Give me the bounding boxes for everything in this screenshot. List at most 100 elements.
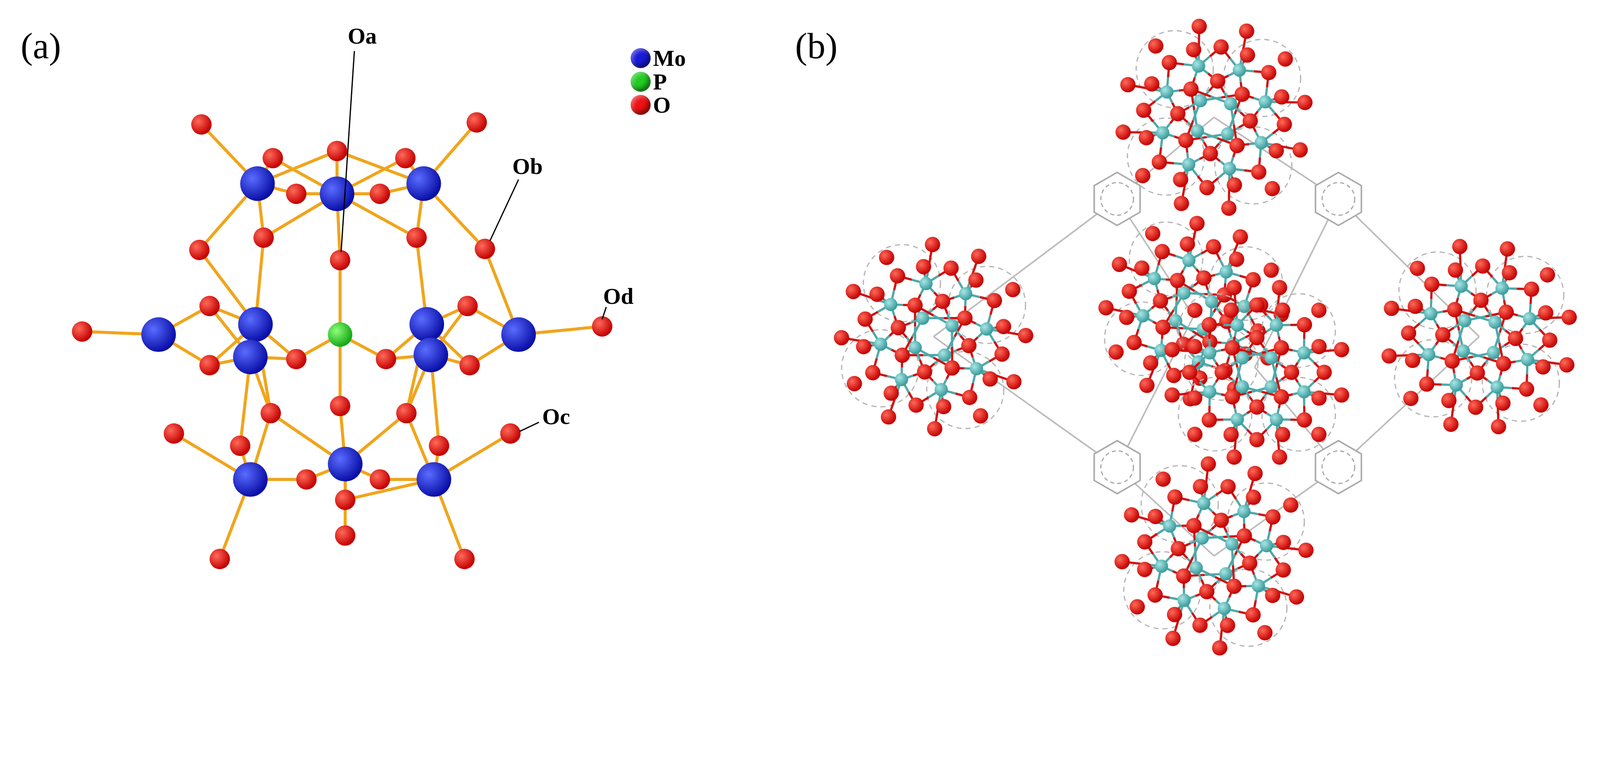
molybdenum-atom (1258, 95, 1272, 109)
oxygen-atom (1167, 488, 1183, 505)
oxygen-atom (1257, 624, 1273, 641)
oxygen-atom (1226, 177, 1243, 193)
molybdenum-atom (1520, 352, 1535, 366)
oxygen-atom (855, 338, 872, 355)
oxygen-atom (1499, 241, 1516, 257)
oxygen-atom (199, 355, 220, 376)
oxygen-atom (1224, 389, 1240, 405)
oxygen-atom (262, 148, 283, 169)
oxygen-atom (189, 239, 210, 261)
molybdenum-atom (141, 317, 176, 352)
molybdenum-atom (1230, 412, 1245, 426)
oxygen-atom (592, 316, 613, 337)
molybdenum-atom (1522, 311, 1536, 326)
molybdenum-atom (1449, 378, 1463, 392)
oxygen-atom (927, 420, 943, 437)
oxygen-atom (1229, 138, 1245, 154)
oxygen-atom (1496, 355, 1512, 372)
oxygen-atom (1114, 553, 1131, 570)
linker (1338, 336, 1480, 467)
oxygen-atom (857, 311, 874, 327)
molybdenum-atom (1458, 314, 1472, 328)
oxygen-atom (1142, 355, 1159, 371)
molybdenum-atom (416, 461, 452, 497)
molybdenum-atom (1222, 162, 1236, 176)
oxygen-atom (1435, 326, 1451, 343)
oxygen-atom (917, 364, 933, 380)
oxygen-atom (1209, 73, 1226, 89)
oxygen-atom (995, 318, 1012, 335)
aromatic-circle (1101, 450, 1134, 484)
leader-line (602, 306, 607, 320)
linker (933, 198, 1117, 337)
oxygen-atom (1165, 630, 1181, 647)
oxygen-atom (1268, 143, 1284, 159)
oxygen-atom (1451, 238, 1468, 255)
benzene-ring (1094, 172, 1141, 226)
oxygen-atom (834, 330, 850, 346)
aromatic-circle (1101, 182, 1134, 216)
oxygen-atom (1187, 302, 1203, 318)
oxygen-atom (1201, 316, 1218, 333)
bond-lines (841, 244, 1026, 429)
oxygen-atom (1242, 113, 1259, 129)
oxygen-atom (1491, 419, 1507, 435)
oxygen-atom (1501, 265, 1518, 281)
oxygen-atom (457, 295, 478, 317)
oxygen-atom (1169, 272, 1186, 289)
molybdenum-atom (1203, 385, 1217, 399)
oxygen-atom (1447, 262, 1464, 278)
oxygen-atom (1236, 528, 1253, 544)
oxygen-atom (191, 114, 212, 135)
legend-swatch (630, 71, 651, 92)
oxygen-atom (286, 183, 307, 204)
oxygen-atom (209, 548, 231, 569)
oxygen-atom (1183, 81, 1199, 97)
oxygen-atom (1201, 412, 1218, 428)
oxygen-atom (71, 320, 93, 342)
molybdenum-atom (1456, 344, 1470, 358)
oxygen-atom (406, 227, 427, 248)
oxygen-atom (1205, 239, 1222, 255)
oxygen-atom (1311, 302, 1327, 318)
molybdenum-atom (945, 319, 959, 333)
oxygen-atom (1172, 172, 1189, 188)
dashed-ring (1261, 377, 1336, 451)
oxygen-atom (1283, 364, 1300, 381)
oxygen-atom (1273, 340, 1289, 356)
oxygen-atom (1539, 266, 1556, 283)
panel-label: (a) (20, 27, 61, 65)
oxygen-atom (1134, 260, 1150, 277)
oxygen-atom (943, 260, 959, 277)
oxygen-atom (335, 525, 356, 546)
oxygen-atom (936, 398, 952, 415)
oxygen-atom (375, 348, 397, 370)
oxygen-atom (1144, 76, 1160, 92)
oxygen-atom (1443, 416, 1459, 432)
oxygen-atom (1098, 300, 1114, 316)
molybdenum-atom (1235, 350, 1250, 365)
oxygen-atom (1179, 236, 1196, 252)
oxygen-atom (883, 385, 899, 401)
dashed-ring (1486, 256, 1564, 334)
oxygen-atom (1200, 456, 1217, 472)
oxygen-atom (369, 183, 391, 204)
oxygen-atom (994, 346, 1010, 362)
molybdenum-atom (327, 446, 363, 482)
keggin-ball-stick (71, 112, 613, 569)
oxygen-atom (1283, 497, 1299, 513)
molybdenum-atom (1297, 345, 1311, 360)
oxygen-atom (1495, 395, 1511, 411)
oxygen-atom (1249, 297, 1265, 313)
dashed-ring (1127, 118, 1205, 196)
oxygen-atom (1226, 279, 1242, 296)
molybdenum-atom (1237, 299, 1251, 313)
oxygen-atom (879, 249, 895, 266)
oxygen-atom (1383, 300, 1400, 317)
molybdenum-atom (232, 461, 268, 497)
molybdenum-atom (237, 306, 273, 342)
oxygen-atom (1245, 271, 1261, 288)
oxygen-atom (1274, 426, 1291, 443)
oxygen-atom (908, 397, 924, 413)
leader-line (340, 50, 355, 252)
